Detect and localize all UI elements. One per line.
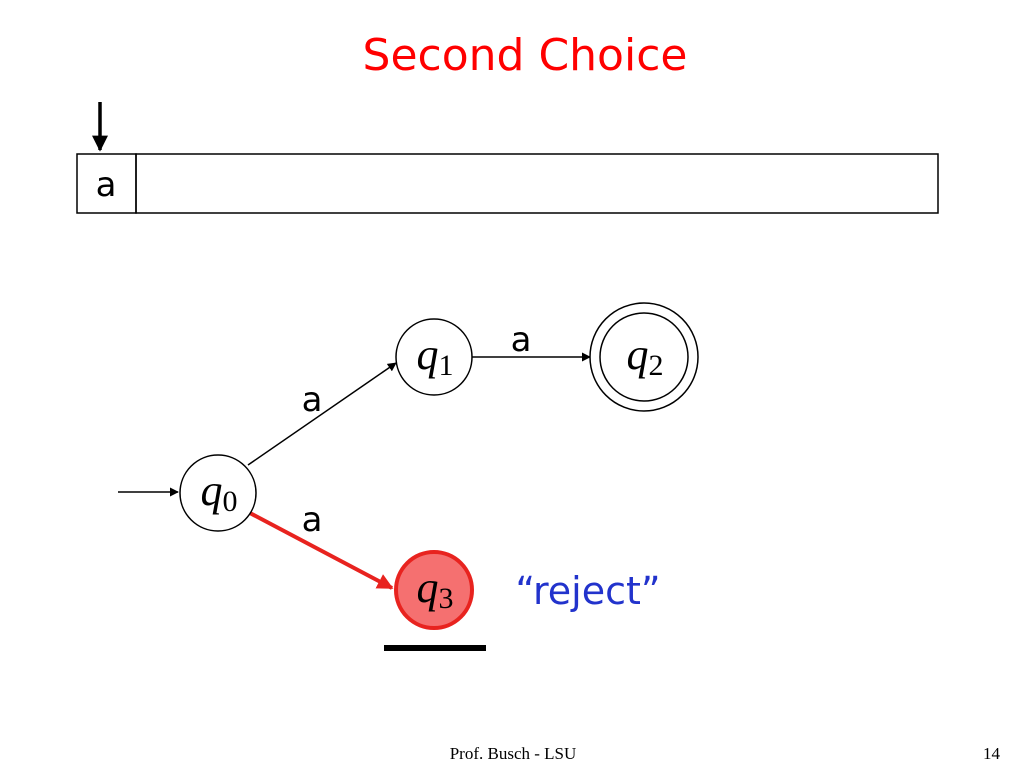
- transition-q0-q1: [247, 362, 397, 466]
- footer-author: Prof. Busch - LSU: [450, 744, 577, 763]
- state-q2: q2: [589, 302, 699, 412]
- slide-title: Second Choice: [363, 30, 688, 81]
- transition-q0-q3: [247, 510, 394, 590]
- input-tape: a: [76, 153, 939, 214]
- transition-label-q0-q3: a: [302, 500, 323, 540]
- state-q2-outer-circle: [589, 302, 699, 412]
- state-q0: q0: [179, 454, 257, 532]
- state-q0-label: q0: [201, 466, 238, 518]
- state-q3-label: q3: [417, 563, 454, 615]
- state-q0-circle: [179, 454, 257, 532]
- state-q3-circle: [394, 550, 474, 630]
- state-q1-label: q1: [417, 330, 454, 382]
- state-q3: q3: [394, 550, 474, 630]
- state-q2-inner-circle: [599, 312, 689, 402]
- transition-label-q0-q1: a: [302, 380, 323, 420]
- state-q1-circle: [395, 318, 473, 396]
- status-reject-label: “reject”: [515, 569, 660, 613]
- state-q2-label: q2: [627, 330, 664, 382]
- current-state-underline: [384, 645, 486, 651]
- tape-cell-rest: [135, 153, 939, 214]
- tape-cell-0-symbol: a: [96, 165, 117, 205]
- state-q1: q1: [395, 318, 473, 396]
- footer-page-number: 14: [983, 744, 1001, 763]
- transition-label-q1-q2: a: [511, 320, 532, 360]
